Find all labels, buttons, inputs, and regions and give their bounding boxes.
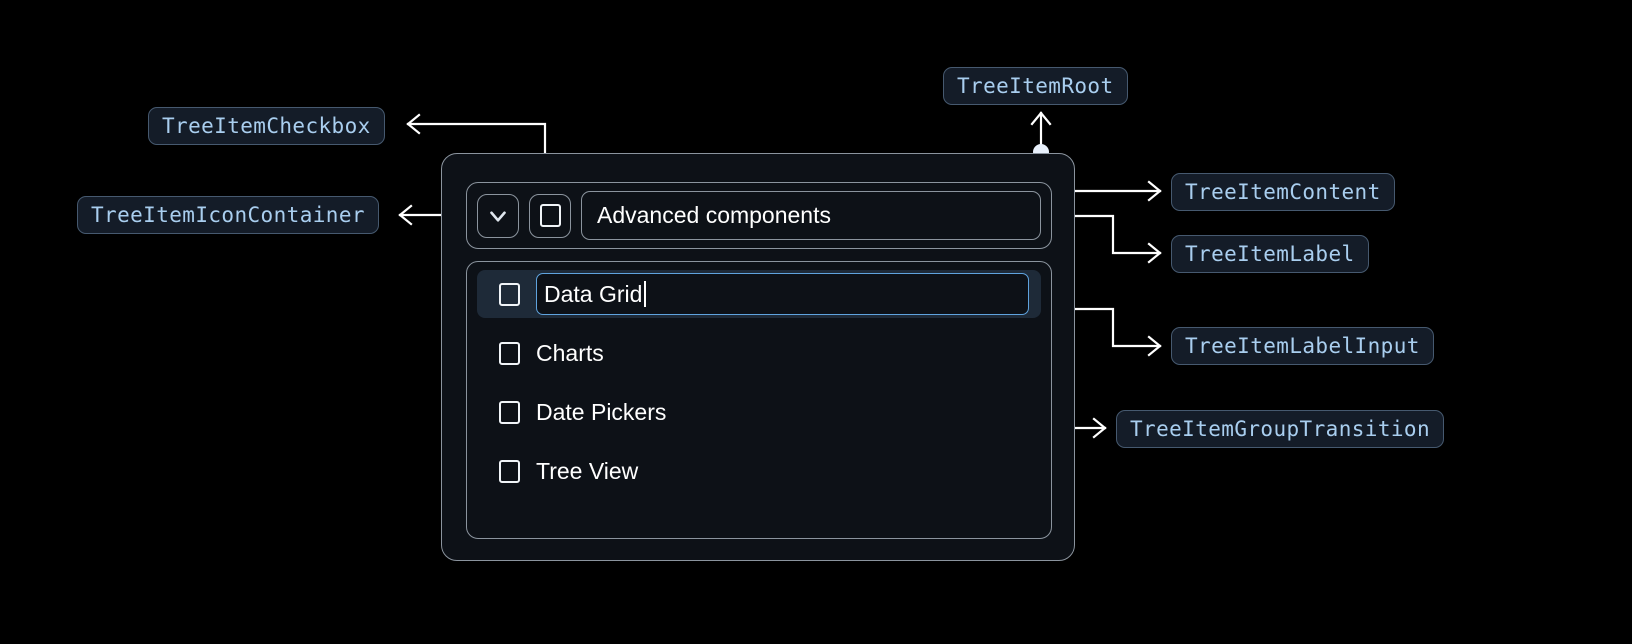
- label-input-value: Data Grid: [544, 280, 643, 307]
- checkbox-unchecked-icon[interactable]: [499, 459, 520, 483]
- tree-item-content[interactable]: Advanced components: [466, 182, 1052, 249]
- checkbox-unchecked-icon: [539, 204, 561, 227]
- arrowhead-checkbox: [406, 113, 421, 135]
- arrowhead-label: [1147, 242, 1162, 264]
- tree-item-checkbox[interactable]: [529, 193, 571, 238]
- tree-item-group-transition: Data Grid Charts Date Pickers Tree View: [466, 261, 1052, 539]
- tree-item-child-row[interactable]: Date Pickers: [477, 388, 1041, 436]
- arrowhead-root: [1030, 111, 1052, 126]
- annotation-chip-tree-item-label-input: TreeItemLabelInput: [1171, 327, 1434, 365]
- tree-item-child-row[interactable]: Tree View: [477, 447, 1041, 495]
- arrowhead-label-input: [1147, 335, 1162, 357]
- text-caret: [644, 281, 647, 307]
- annotation-chip-tree-item-root: TreeItemRoot: [943, 67, 1128, 105]
- annotation-chip-tree-item-content: TreeItemContent: [1171, 173, 1395, 211]
- arrowhead-group-transition: [1092, 417, 1107, 439]
- annotation-chip-tree-item-label: TreeItemLabel: [1171, 235, 1369, 273]
- tree-item-label: Charts: [536, 339, 604, 366]
- annotation-chip-tree-item-icon-container: TreeItemIconContainer: [77, 196, 379, 234]
- tree-item-child-row[interactable]: Charts: [477, 329, 1041, 377]
- tree-item-child-row[interactable]: Data Grid: [477, 270, 1041, 318]
- annotation-chip-tree-item-checkbox: TreeItemCheckbox: [148, 107, 385, 145]
- arrowhead-content: [1147, 180, 1162, 202]
- tree-item-label: Tree View: [536, 457, 639, 484]
- tree-item-label: Date Pickers: [536, 398, 667, 425]
- checkbox-unchecked-icon[interactable]: [499, 400, 520, 424]
- tree-item-label-input[interactable]: Data Grid: [536, 273, 1029, 315]
- checkbox-unchecked-icon[interactable]: [499, 341, 520, 365]
- chevron-down-icon: [490, 210, 506, 222]
- annotation-chip-tree-item-group-transition: TreeItemGroupTransition: [1116, 410, 1444, 448]
- arrowhead-icon-container: [398, 204, 413, 226]
- tree-item-icon-container[interactable]: [477, 193, 519, 238]
- checkbox-unchecked-icon[interactable]: [499, 282, 520, 306]
- tree-item-label[interactable]: Advanced components: [581, 191, 1041, 240]
- tree-item-root[interactable]: Advanced components Data Grid Charts Dat…: [441, 153, 1075, 561]
